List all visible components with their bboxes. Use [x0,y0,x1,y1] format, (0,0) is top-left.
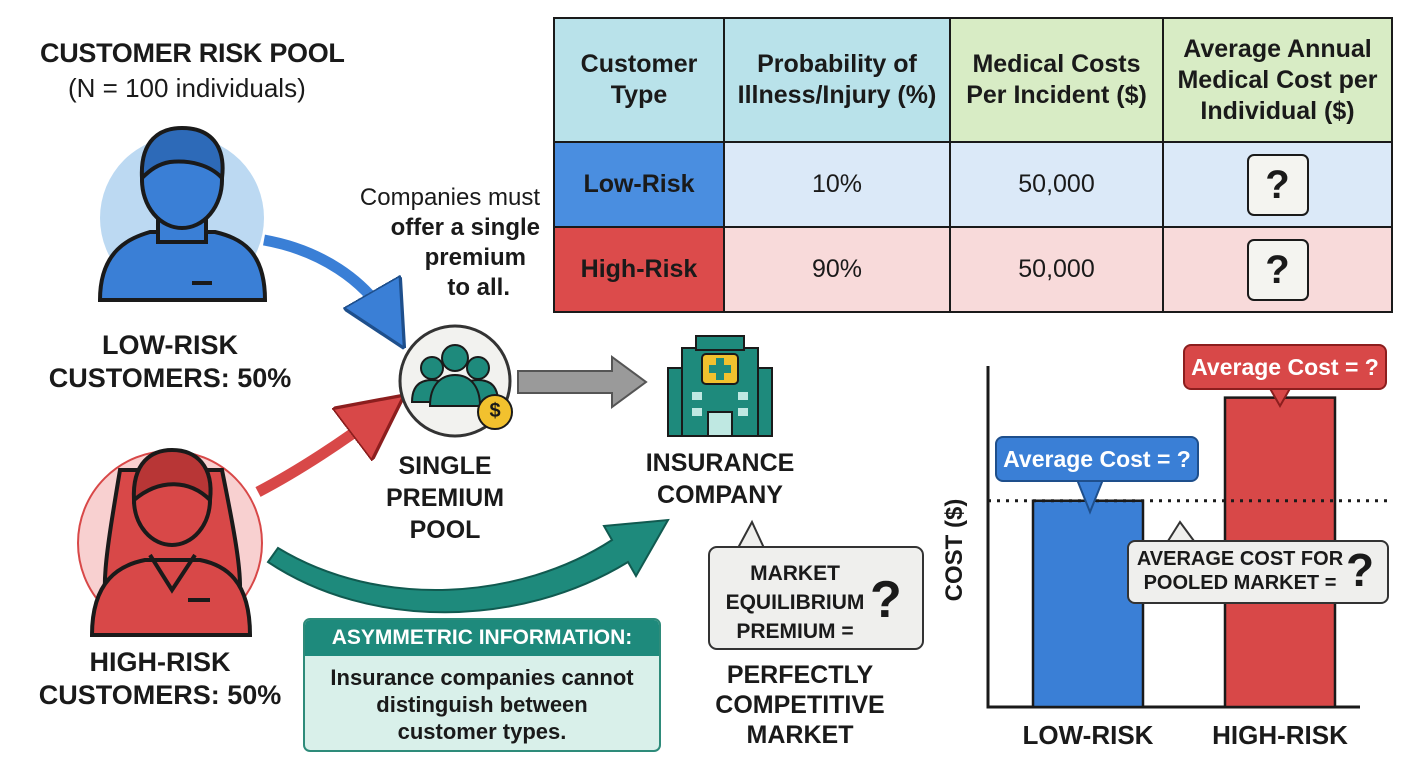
insurance-company-label: INSURANCE COMPANY [620,447,820,511]
single-premium-pool-icon [398,324,513,438]
high-risk-avatar-icon [77,447,263,637]
low-risk-avatar-icon [97,125,268,302]
high-risk-question-box: ? [1246,238,1309,301]
market-label-line2: COMPETITIVE [715,691,885,719]
note-line3: premium [424,244,526,271]
note-line1: Companies must [359,184,540,211]
chart-x-label-low-risk: LOW-RISK [1022,720,1154,750]
pooled-line2: POOLED MARKET = [1143,572,1337,594]
pool-label-line2: PREMIUM [385,484,505,512]
single-premium-pool-label: SINGLE PREMIUM POOL [385,450,505,546]
low-risk-label-line2: CUSTOMERS: 50% [48,363,292,393]
high-risk-probability-cell: 90% [723,226,951,313]
pooled-question-mark: ? [1346,544,1375,596]
chart-y-axis-label: COST ($) [941,498,968,602]
chart-callout-high: Average Cost = ? [1183,344,1387,390]
low-risk-average-cell: ? [1162,141,1393,228]
high-risk-label-line2: CUSTOMERS: 50% [38,680,282,710]
high-risk-to-company-arrow [266,518,670,614]
single-premium-note: Companies must offer a single premium to… [325,183,540,303]
high-risk-customers-label: HIGH-RISK CUSTOMERS: 50% [20,646,300,712]
market-label-line1: PERFECTLY [726,661,874,689]
low-risk-customers-label: LOW-RISK CUSTOMERS: 50% [30,329,310,395]
pooled-callout-text: AVERAGE COST FOR POOLED MARKET = [1135,547,1345,595]
note-line4: to all. [447,274,510,301]
high-risk-cost-cell: 50,000 [949,226,1164,313]
low-risk-label-line1: LOW-RISK [102,330,238,360]
equilibrium-line2: EQUILIBRIUM [725,591,865,614]
equilibrium-line3: PREMIUM = [736,620,854,643]
high-risk-average-cell: ? [1162,226,1393,313]
asymmetric-information-title: ASYMMETRIC INFORMATION: [305,620,659,656]
insurance-company-icon [667,335,773,437]
chart-x-label-high-risk: HIGH-RISK [1212,720,1348,750]
high-risk-label-line1: HIGH-RISK [89,647,231,677]
asymmetric-information-body: Insurance companies cannot distinguish b… [305,656,659,745]
note-line2: offer a single [390,214,540,241]
asymmetric-line1: Insurance companies cannot [330,665,634,690]
equilibrium-question-mark: ? [870,571,902,629]
low-risk-type-cell: Low-Risk [553,141,725,228]
low-risk-arrow [263,234,388,320]
chart-callout-low: Average Cost = ? [995,436,1199,482]
low-risk-question-box: ? [1246,153,1309,216]
company-label-line1: INSURANCE [645,449,795,477]
pool-label-line1: SINGLE [398,452,492,480]
asymmetric-line3: customer types. [397,719,567,744]
market-equilibrium-text: MARKET EQUILIBRIUM PREMIUM = [720,559,870,646]
asymmetric-information-box: ASYMMETRIC INFORMATION: Insurance compan… [303,618,661,752]
pool-to-company-arrow [517,355,648,409]
pool-subtitle: (N = 100 individuals) [68,73,306,103]
equilibrium-bubble-tail [737,519,765,549]
chart-callout-pooled [1127,540,1389,604]
high-risk-arrow [255,415,378,497]
market-label-line3: MARKET [746,721,854,749]
chart-bar-low-risk [1031,499,1145,709]
low-risk-cost-cell: 50,000 [949,141,1164,228]
high-risk-type-cell: High-Risk [553,226,725,313]
pool-title: CUSTOMER RISK POOL [40,38,345,68]
table-row-high-risk: High-Risk 90% 50,000 ? [553,226,1393,313]
company-label-line2: COMPANY [657,481,783,509]
market-equilibrium-bubble [708,546,924,650]
pool-label-line3: POOL [409,516,481,544]
coin-dollar-symbol: $ [489,400,501,422]
table-row-low-risk: Low-Risk 10% 50,000 ? [553,141,1393,228]
equilibrium-line1: MARKET [750,562,840,585]
asymmetric-line2: distinguish between [376,692,588,717]
perfectly-competitive-market-label: PERFECTLY COMPETITIVE MARKET [700,660,900,750]
low-risk-probability-cell: 10% [723,141,951,228]
pooled-line1: AVERAGE COST FOR [1136,548,1344,570]
